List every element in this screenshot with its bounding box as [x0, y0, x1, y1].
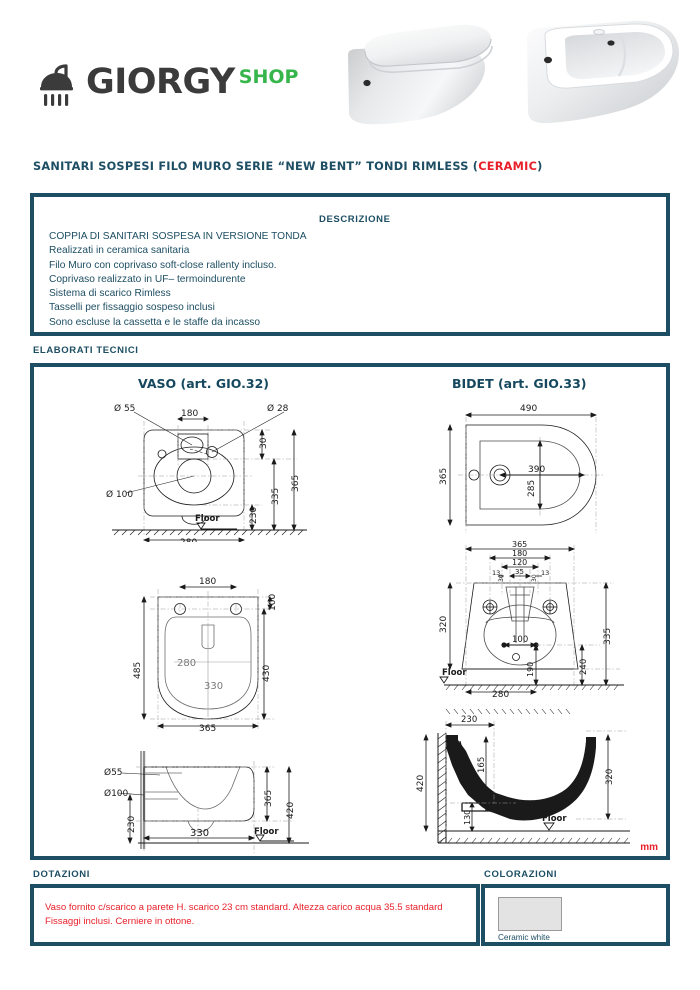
dim-label: 330 [190, 828, 209, 839]
brand-name: GIORGY [86, 62, 235, 102]
page-header: GIORGY SHOP [0, 0, 700, 150]
description-line: Sono escluse la cassetta e le staffe da … [49, 316, 261, 328]
color-swatch-ceramic-white[interactable] [498, 897, 562, 931]
dim-label: 230 [127, 816, 137, 833]
floor-label: Floor [254, 827, 279, 837]
dim-label: 390 [528, 465, 545, 475]
vaso-side-view-drawing: Ø55 Ø100 230 330 365 420 Floor [104, 747, 319, 855]
floor-label: Floor [542, 814, 567, 824]
vaso-plan-view-drawing: 180 365 100 430 485 280 330 [114, 567, 319, 732]
description-panel: DESCRIZIONE COPPIA DI SANITARI SOSPESA I… [30, 193, 670, 336]
dim-label: 365 [439, 468, 449, 485]
vaso-drawing-title: VASO (art. GIO.32) [138, 376, 269, 391]
units-label: mm [640, 842, 658, 853]
wall-hung-wc-photo [348, 24, 493, 125]
dim-label: 13 [541, 569, 549, 577]
dim-label: Ø55 [104, 767, 123, 778]
dim-label: 13 [492, 569, 500, 577]
brand-suffix: SHOP [238, 66, 299, 88]
dim-label: 120 [512, 558, 527, 567]
dim-label: 365 [291, 475, 301, 492]
dim-label: 320 [439, 616, 449, 633]
dim-label: 280 [177, 658, 196, 669]
dotazioni-label: DOTAZIONI [33, 869, 90, 880]
dim-label: 180 [512, 549, 527, 558]
dim-label: 230 [249, 507, 259, 524]
page-title: SANITARI SOSPESI FILO MURO SERIE “NEW BE… [33, 160, 543, 173]
dim-label: 190 [526, 662, 535, 677]
dim-label: 30 [498, 574, 505, 582]
description-line: Tasselli per fissaggio sospeso inclusi [49, 302, 215, 314]
brand-logo[interactable]: GIORGY SHOP [36, 62, 298, 110]
dim-label: 490 [520, 404, 537, 414]
dotazioni-line: Fissaggi inclusi. Cerniere in ottone. [45, 916, 195, 927]
dim-label: 365 [199, 724, 216, 732]
bidet-front-view-drawing: 365 180 120 35 13 13 30 30 320 100 190 2… [424, 537, 659, 702]
dim-label: 180 [181, 409, 198, 419]
dim-label: 30 [531, 574, 538, 582]
page-title-close: ) [537, 160, 543, 173]
dotazioni-panel: Vaso fornito c/scarico a parete H. scari… [30, 884, 480, 946]
dim-label: 180 [199, 577, 216, 587]
dim-label: 335 [603, 628, 613, 645]
vaso-front-view-drawing: Ø 55 Ø 28 Ø 100 180 280 30 230 335 365 F… [102, 397, 317, 542]
dim-label: Ø100 [104, 788, 129, 799]
bidet-plan-view-drawing: 490 365 390 285 [424, 397, 659, 542]
technical-drawings-panel: VASO (art. GIO.32) BIDET (art. GIO.33) [30, 363, 670, 860]
colorazioni-label: COLORAZIONI [484, 869, 558, 880]
dim-label: 420 [286, 802, 296, 819]
description-line: Sistema di scarico Rimless [49, 288, 171, 300]
dim-label: 420 [416, 775, 426, 792]
dim-label: 335 [271, 488, 281, 505]
product-photos [345, 8, 685, 148]
dim-label: 130 [463, 810, 472, 825]
dim-label: 320 [605, 769, 615, 785]
description-heading: DESCRIZIONE [319, 214, 391, 225]
dim-label: 285 [527, 480, 537, 497]
dim-label: 165 [477, 757, 487, 773]
dim-label: 280 [492, 690, 509, 700]
dim-label: 100 [268, 594, 278, 611]
dim-label: 430 [262, 665, 272, 682]
description-line: Realizzati in ceramica sanitaria [49, 245, 190, 257]
colorazioni-panel: Ceramic white [481, 884, 670, 946]
dim-label: 485 [133, 662, 143, 679]
dim-label: 240 [579, 659, 589, 675]
dim-label: 330 [204, 681, 223, 692]
shower-head-icon [36, 62, 80, 110]
dim-label: 35 [515, 568, 524, 576]
floor-label: Floor [442, 668, 467, 678]
dim-label: 365 [512, 540, 527, 549]
description-line: Filo Muro con coprivaso soft-close ralle… [49, 259, 277, 271]
dim-label: 30 [259, 437, 269, 449]
page-title-main: SANITARI SOSPESI FILO MURO SERIE “NEW BE… [33, 160, 479, 173]
dim-label: Ø 28 [267, 403, 289, 414]
technical-section-label: ELABORATI TECNICI [33, 345, 139, 356]
description-line: Coprivaso realizzato in UF– termoinduren… [49, 273, 246, 285]
dotazioni-text: Vaso fornito c/scarico a parete H. scari… [45, 901, 443, 929]
bidet-drawing-title: BIDET (art. GIO.33) [452, 376, 587, 391]
wall-hung-bidet-photo [527, 20, 679, 124]
description-text: COPPIA DI SANITARI SOSPESA IN VERSIONE T… [49, 230, 307, 330]
dim-label: 100 [512, 635, 528, 645]
floor-label: Floor [195, 514, 220, 524]
page-title-highlight: CERAMIC [478, 160, 538, 173]
bidet-side-view-drawing: 230 165 130 320 420 Floor [416, 707, 666, 852]
dim-label: 230 [461, 715, 477, 725]
dim-label: Ø 100 [106, 489, 133, 500]
dim-label: 365 [264, 790, 274, 807]
description-line: COPPIA DI SANITARI SOSPESA IN VERSIONE T… [49, 231, 307, 242]
color-swatch-label: Ceramic white [498, 933, 550, 942]
dim-label: Ø 55 [114, 403, 135, 414]
dotazioni-line: Vaso fornito c/scarico a parete H. scari… [45, 902, 443, 913]
dim-label: 280 [180, 538, 197, 542]
